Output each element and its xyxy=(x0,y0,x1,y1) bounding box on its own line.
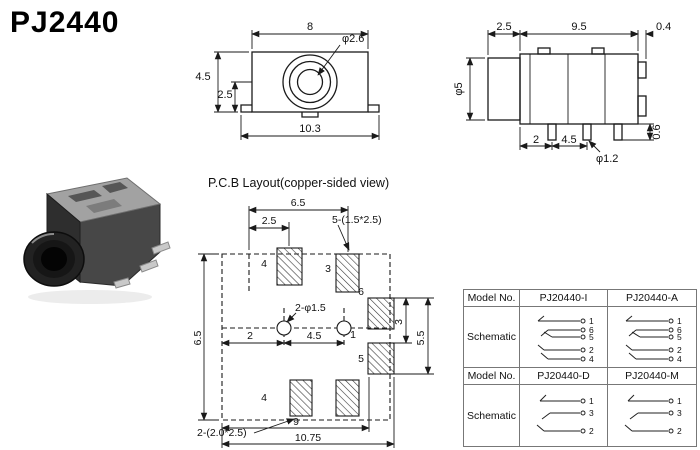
dim-label-pin-thickness: 0.6 xyxy=(651,124,663,139)
schematic-pin-number: 1 xyxy=(677,396,682,406)
dim-label-top-width: 8 xyxy=(307,21,313,33)
model-name-pj20440-i: PJ20440-I xyxy=(520,290,608,307)
side-view-drawing: 2.5 9.5 0.4 φ5 2 4.5 φ1.2 0.6 xyxy=(453,21,671,165)
pad-note-small: 5-(1.5*2.5) xyxy=(332,214,382,226)
schematic-pin-number: 6 xyxy=(589,325,594,335)
pin-number-6: 6 xyxy=(358,286,364,298)
pcb-layout-caption: P.C.B Layout(copper-sided view) xyxy=(208,176,390,190)
schematic-pin-number: 5 xyxy=(589,332,594,342)
pin-number-3: 3 xyxy=(325,263,331,275)
model-name-pj20440-m: PJ20440-M xyxy=(608,368,696,385)
pad-4-top xyxy=(276,247,303,286)
side-view-body xyxy=(487,47,647,141)
pin-number-5: 5 xyxy=(358,353,364,365)
pcb-dimensions xyxy=(198,206,434,448)
solder-pin xyxy=(113,277,131,289)
dim-label-hole-offset: 2 xyxy=(247,330,253,342)
dim-label-height-inner: 2.5 xyxy=(217,89,232,101)
schematic-pin-number: 2 xyxy=(589,345,594,355)
schematic-pin-number: 5 xyxy=(677,332,682,342)
schematic-pj20440-i: 1 6 5 2 4 xyxy=(537,315,594,364)
pad-4-bottom xyxy=(289,379,313,417)
product-photo xyxy=(23,177,171,304)
dim-label-hole-dia: φ2.6 xyxy=(342,33,364,45)
side-view-labels: 2.5 9.5 0.4 φ5 2 4.5 φ1.2 0.6 xyxy=(453,21,671,165)
dim-label-body-len: 9.5 xyxy=(571,21,586,33)
dim-label-bottom-width: 10.3 xyxy=(299,123,320,135)
top-cutout xyxy=(102,182,128,193)
table-header-model: Model No. xyxy=(464,290,520,307)
schematic-cell-pj20440-m: 1 3 2 xyxy=(608,385,696,446)
dim-label-pin-offset: 2 xyxy=(533,134,539,146)
schematic-pin-number: 2 xyxy=(589,426,594,436)
schematic-pj20440-d: 1 3 2 xyxy=(536,394,594,436)
pcb-layout-drawing: 6.5 2.5 5-(1.5*2.5) 2-φ1.5 6.5 2 4.5 3 5… xyxy=(192,197,434,448)
pin-number-1: 1 xyxy=(350,329,356,341)
dim-label-height: 4.5 xyxy=(195,71,210,83)
pad-6 xyxy=(367,297,395,330)
solder-pin xyxy=(151,241,171,255)
jack-hole xyxy=(41,247,67,271)
dim-label-right-inner: 3 xyxy=(393,319,405,325)
model-name-pj20440-d: PJ20440-D xyxy=(520,368,608,385)
hole-note: 2-φ1.5 xyxy=(295,302,326,314)
pcb-mounting-holes xyxy=(276,320,352,336)
dim-label-barrel-dia: φ5 xyxy=(453,82,465,95)
schematic-pin-number: 2 xyxy=(677,345,682,355)
dim-label-pin-dia: φ1.2 xyxy=(596,153,618,165)
top-cutout xyxy=(68,190,102,202)
dim-label-rear-len: 0.4 xyxy=(656,21,671,33)
pad-note-large: 2-(2.0*2.5) xyxy=(197,427,247,439)
table-header-schematic: Schematic xyxy=(464,385,520,446)
schematic-pin-number: 3 xyxy=(677,408,682,418)
page-title: PJ2440 xyxy=(10,6,120,39)
table-header-schematic: Schematic xyxy=(464,307,520,368)
barrel-highlight xyxy=(31,232,55,244)
schematic-pin-number: 3 xyxy=(589,408,594,418)
dim-label-top-left: 2.5 xyxy=(262,215,277,227)
schematic-cell-pj20440-a: 1 6 5 2 4 xyxy=(608,307,696,368)
front-view-labels: 8 φ2.6 4.5 2.5 10.3 xyxy=(195,21,364,135)
schematic-pin-number: 4 xyxy=(677,354,682,364)
pin-number-4-bottom: 4 xyxy=(261,392,267,404)
dim-label-top-span: 6.5 xyxy=(291,197,306,209)
pad-2 xyxy=(335,379,360,417)
schematic-cell-pj20440-i: 1 6 5 2 4 xyxy=(520,307,608,368)
schematic-pj20440-a: 1 6 5 2 4 xyxy=(625,315,682,364)
model-name-pj20440-a: PJ20440-A xyxy=(608,290,696,307)
mounting-hole xyxy=(336,320,352,336)
dim-label-bottom-outer: 10.75 xyxy=(295,432,321,444)
solder-pin xyxy=(139,259,159,273)
side-view-dimensions xyxy=(466,30,654,153)
schematic-pin-number: 2 xyxy=(677,426,682,436)
front-view-dimensions xyxy=(214,30,380,140)
pcb-solder-pads xyxy=(276,247,395,417)
dim-label-front-len: 2.5 xyxy=(496,21,511,33)
model-table: Model No. PJ20440-I PJ20440-A Schematic … xyxy=(463,289,697,447)
dim-label-pin-pitch: 4.5 xyxy=(561,134,576,146)
dim-label-left-height: 6.5 xyxy=(192,331,204,346)
front-view-body xyxy=(240,51,380,118)
schematic-pin-number: 4 xyxy=(589,354,594,364)
pad-3 xyxy=(335,253,360,293)
schematic-pin-number: 1 xyxy=(589,396,594,406)
dim-label-right-outer: 5.5 xyxy=(415,331,427,346)
pcb-labels: 6.5 2.5 5-(1.5*2.5) 2-φ1.5 6.5 2 4.5 3 5… xyxy=(192,197,427,444)
mounting-hole xyxy=(276,320,292,336)
pin-number-4-top: 4 xyxy=(261,258,267,270)
schematic-pin-number: 6 xyxy=(677,325,682,335)
pad-5 xyxy=(367,342,395,375)
photo-shadow xyxy=(28,290,152,304)
top-cutout xyxy=(86,199,122,213)
dim-label-bottom-inner: 9 xyxy=(293,416,299,428)
schematic-pin-number: 1 xyxy=(677,316,682,326)
schematic-pin-number: 1 xyxy=(589,316,594,326)
dim-label-hole-pitch: 4.5 xyxy=(307,330,322,342)
schematic-pj20440-m: 1 3 2 xyxy=(624,394,682,436)
schematic-cell-pj20440-d: 1 3 2 xyxy=(520,385,608,446)
front-view-drawing: 8 φ2.6 4.5 2.5 10.3 xyxy=(195,21,380,140)
table-header-model: Model No. xyxy=(464,368,520,385)
